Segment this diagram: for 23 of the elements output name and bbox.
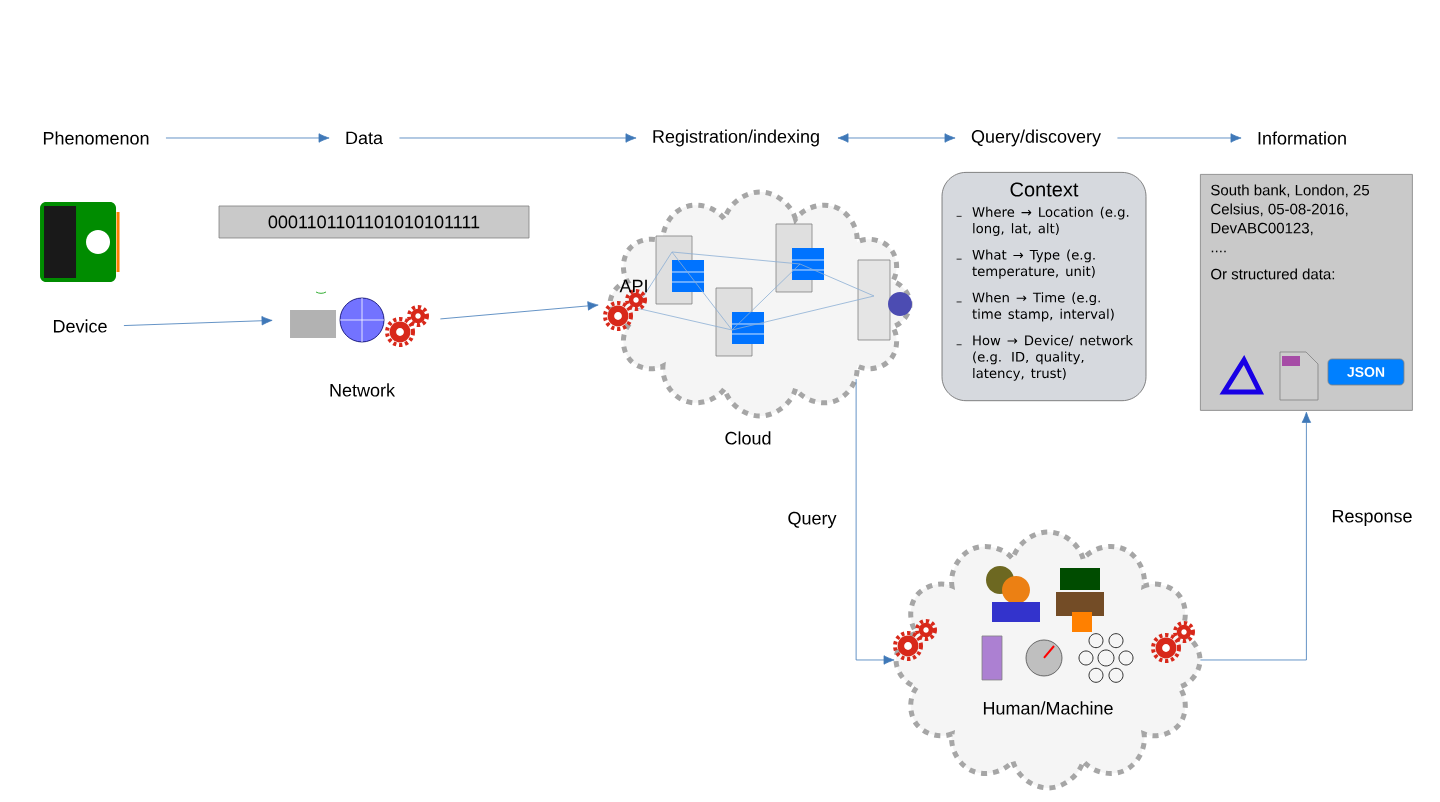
arrow	[439, 301, 599, 320]
cloud-label: Cloud	[725, 431, 771, 445]
stage-label: Information	[1258, 131, 1346, 145]
arrow	[1117, 133, 1242, 143]
heading: Context	[1010, 182, 1079, 197]
stage-label: Data	[346, 131, 383, 145]
arrow	[165, 133, 330, 143]
arrow	[837, 133, 956, 143]
arrow	[1200, 411, 1312, 661]
device-label: Device	[54, 319, 107, 333]
edge-label: Query	[785, 509, 839, 531]
edge-label: Response	[1329, 507, 1415, 529]
stage-label: Phenomenon	[43, 131, 149, 145]
arrow	[123, 316, 273, 326]
network-label: Network	[330, 383, 396, 397]
api-label: API	[619, 279, 647, 293]
context-box	[941, 172, 1147, 402]
data-bar: 0001101101101010101111	[218, 205, 530, 239]
stage-label: Query/discovery	[971, 129, 1101, 147]
stage-label: Registration/indexing	[653, 129, 819, 147]
arrow	[855, 378, 895, 665]
caption: Human/Machine	[983, 701, 1113, 715]
arrow	[399, 133, 637, 143]
